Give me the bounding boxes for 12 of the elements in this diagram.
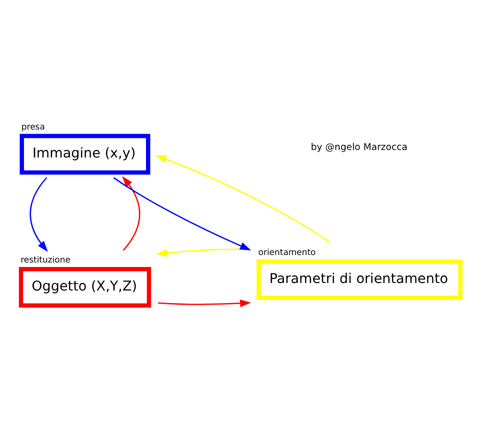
node-box: Parametri di orientamento bbox=[256, 259, 463, 300]
node-label: orientamento bbox=[258, 247, 316, 258]
arrow bbox=[113, 177, 252, 250]
arrow bbox=[155, 155, 331, 244]
arrow bbox=[158, 299, 252, 308]
arrow bbox=[30, 177, 48, 252]
node-label: restituzione bbox=[20, 254, 70, 265]
label: by @ngelo Marzocca bbox=[310, 142, 408, 153]
node-label: presa bbox=[21, 122, 45, 132]
node-box: Immagine (x,y) bbox=[20, 134, 150, 175]
node-box: Oggetto (X,Y,Z) bbox=[18, 266, 152, 308]
arrow bbox=[122, 176, 140, 251]
